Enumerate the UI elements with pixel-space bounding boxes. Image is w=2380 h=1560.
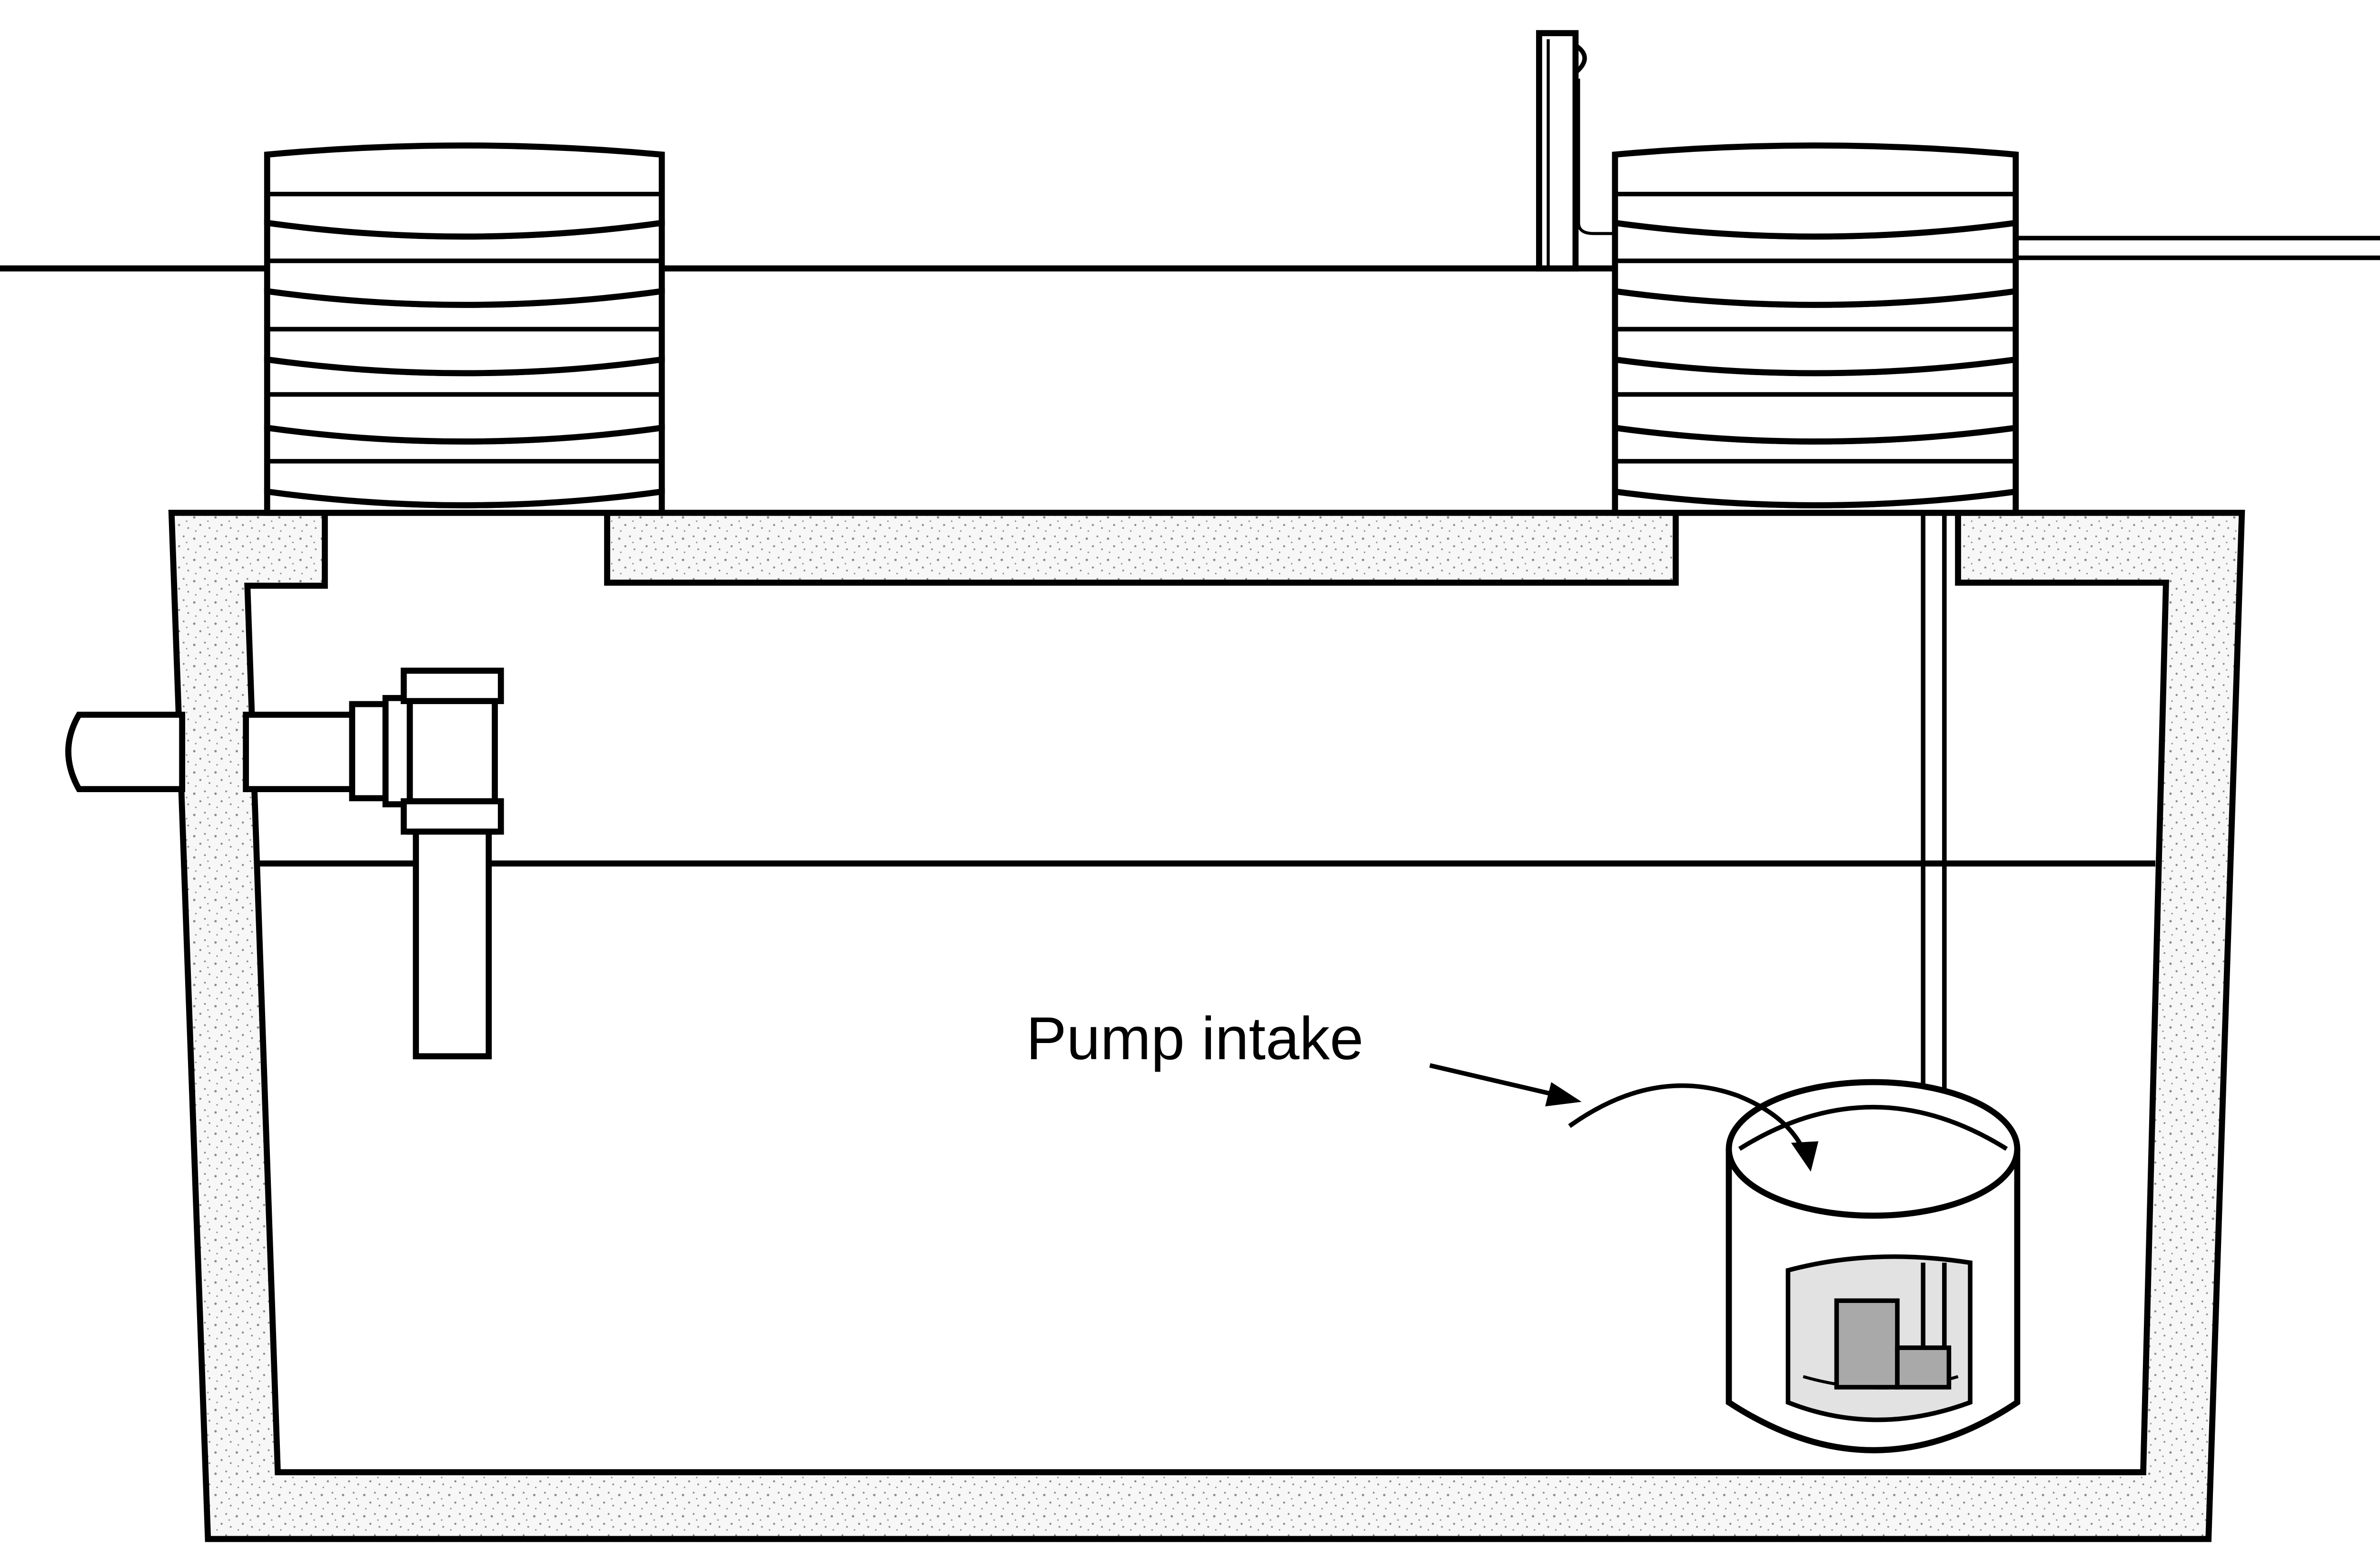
left-riser-icon: [264, 142, 665, 516]
submersible-pump-icon: [1834, 1298, 1952, 1390]
pump-intake-label: Pump intake: [1026, 1005, 1364, 1073]
inlet-tee-icon: [349, 667, 504, 1060]
callout-arrow-icon: [1429, 1063, 1819, 1172]
discharge-pipe-inner: [1921, 1262, 1947, 1351]
pump-vault-icon: [1726, 1079, 2021, 1453]
right-riser-icon: [1612, 142, 2019, 516]
outlet-pipe-line: [2015, 236, 2380, 260]
inlet-pipe: [65, 712, 358, 793]
control-post-icon: [1536, 30, 1615, 272]
